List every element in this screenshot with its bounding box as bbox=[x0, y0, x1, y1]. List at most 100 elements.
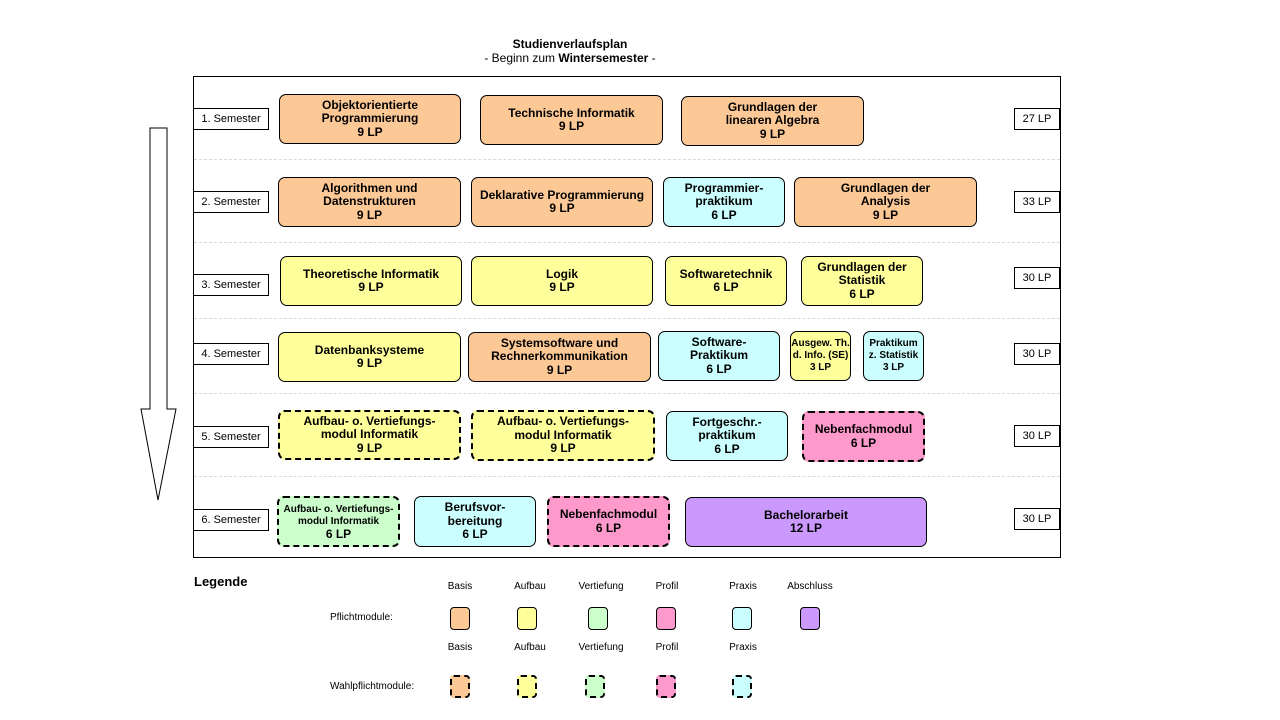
legend-category-label: Basis bbox=[447, 581, 473, 592]
module-box: Fortgeschr.- praktikum 6 LP bbox=[666, 411, 788, 461]
module-lp: 6 LP bbox=[706, 361, 732, 376]
legend-swatch-abschluss bbox=[800, 607, 820, 630]
legend-swatch-aufbau bbox=[517, 607, 537, 630]
legend-pflicht-label: Pflichtmodule: bbox=[330, 612, 393, 623]
module-lp: 9 LP bbox=[759, 126, 786, 141]
title-line2: - Beginn zum Wintersemester - bbox=[420, 51, 720, 65]
module-box: Grundlagen der Analysis 9 LP bbox=[794, 177, 977, 227]
module-lp: 6 LP bbox=[711, 207, 737, 222]
legend-swatch-profil-wahlpflicht bbox=[656, 675, 676, 698]
legend-category-label: Praxis bbox=[729, 642, 757, 653]
module-line: Grundlagen der bbox=[727, 99, 818, 114]
legend-swatch-profil bbox=[656, 607, 676, 630]
module-line: praktikum bbox=[698, 428, 756, 443]
module-line: Softwaretechnik bbox=[679, 266, 773, 281]
legend-category-label: Abschluss bbox=[787, 581, 833, 592]
module-line: Systemsoftware und bbox=[500, 335, 619, 350]
module-box: Praktikum z. Statistik 3 LP bbox=[863, 331, 924, 381]
legend-swatch-basis-wahlpflicht bbox=[450, 675, 470, 698]
module-lp: 9 LP bbox=[356, 440, 383, 455]
legend-swatch-basis bbox=[450, 607, 470, 630]
legend-swatch-vertiefung-wahlpflicht bbox=[585, 675, 605, 698]
module-lp: 6 LP bbox=[713, 280, 739, 294]
module-lp: 3 LP bbox=[882, 362, 905, 373]
module-line: Aufbau- o. Vertiefungs- bbox=[303, 413, 436, 428]
legend-swatch-aufbau-wahlpflicht bbox=[517, 675, 537, 698]
module-line: Deklarative Programmierung bbox=[479, 187, 645, 202]
module-line: modul Informatik bbox=[514, 427, 612, 442]
module-box: Aufbau- o. Vertiefungs- modul Informatik… bbox=[278, 410, 461, 460]
legend-category-label: Profil bbox=[655, 642, 679, 653]
module-lp: 6 LP bbox=[462, 527, 488, 542]
semester-divider bbox=[194, 159, 1060, 160]
semester-label: 4. Semester bbox=[193, 343, 269, 365]
legend-swatch-vertiefung bbox=[588, 607, 608, 630]
module-line: Statistik bbox=[838, 273, 886, 288]
module-lp: 6 LP bbox=[595, 520, 622, 535]
module-line: Objektorientierte bbox=[321, 97, 419, 112]
title-line2-pre: - Beginn zum bbox=[484, 51, 559, 65]
module-box: Bachelorarbeit 12 LP bbox=[685, 497, 927, 547]
semester-label: 3. Semester bbox=[193, 274, 269, 296]
module-box: Nebenfachmodul 6 LP bbox=[802, 411, 925, 462]
module-box: Software- Praktikum 6 LP bbox=[658, 331, 780, 381]
module-lp: 6 LP bbox=[325, 526, 352, 541]
module-box: Aufbau- o. Vertiefungs- modul Informatik… bbox=[277, 496, 400, 547]
module-lp: 9 LP bbox=[358, 280, 384, 294]
module-lp: 9 LP bbox=[872, 207, 899, 222]
semester-label: 2. Semester bbox=[193, 191, 269, 213]
module-lp: 9 LP bbox=[356, 356, 383, 370]
semester-label: 6. Semester bbox=[193, 509, 269, 531]
legend-category-label: Profil bbox=[655, 581, 679, 592]
module-lp: 9 LP bbox=[549, 201, 575, 215]
diagram-title: Studienverlaufsplan - Beginn zum Winters… bbox=[420, 37, 720, 65]
module-line: Berufsvor- bbox=[444, 500, 506, 515]
module-lp: 9 LP bbox=[549, 280, 575, 294]
semester-label: 1. Semester bbox=[193, 108, 269, 130]
module-box: Logik 9 LP bbox=[471, 256, 653, 306]
semester-divider bbox=[194, 393, 1060, 394]
module-line: praktikum bbox=[695, 194, 753, 209]
legend-category-label: Aufbau bbox=[514, 581, 546, 592]
module-lp: 6 LP bbox=[714, 441, 740, 456]
module-line: z. Statistik bbox=[868, 350, 919, 361]
module-lp: 9 LP bbox=[356, 207, 383, 222]
semester-divider bbox=[194, 242, 1060, 243]
module-line: Datenstrukturen bbox=[323, 194, 416, 209]
module-line: Grundlagen der bbox=[817, 259, 907, 274]
legend-category-label: Vertiefung bbox=[578, 642, 624, 653]
module-lp: 9 LP bbox=[546, 362, 573, 377]
module-line: Algorithmen und bbox=[321, 180, 418, 195]
legend-swatch-praxis-wahlpflicht bbox=[732, 675, 752, 698]
module-line: Grundlagen der bbox=[840, 180, 931, 195]
module-line: Technische Informatik bbox=[508, 105, 635, 120]
legend-category-label: Vertiefung bbox=[578, 581, 624, 592]
semester-divider bbox=[194, 476, 1060, 477]
module-lp: 6 LP bbox=[850, 435, 877, 450]
semester-lp-total: 30 LP bbox=[1014, 508, 1060, 530]
legend-wahlpflicht-label: Wahlpflichtmodule: bbox=[330, 681, 415, 692]
plan-frame bbox=[193, 76, 1061, 558]
module-lp: 9 LP bbox=[357, 124, 383, 139]
module-line: Software- bbox=[691, 334, 747, 349]
module-line: Fortgeschr.- bbox=[692, 414, 762, 429]
module-box: Theoretische Informatik 9 LP bbox=[280, 256, 462, 306]
legend-swatch-praxis bbox=[732, 607, 752, 630]
legend-title: Legende bbox=[194, 574, 248, 589]
module-box: Datenbanksysteme 9 LP bbox=[278, 332, 461, 382]
title-line2-bold: Wintersemester bbox=[558, 51, 649, 65]
module-line: linearen Algebra bbox=[725, 113, 820, 128]
module-line: bereitung bbox=[447, 513, 503, 528]
semester-lp-total: 33 LP bbox=[1014, 191, 1060, 213]
module-line: Praktikum bbox=[869, 338, 918, 349]
module-line: Ausgew. Th. bbox=[791, 338, 850, 349]
module-box: Programmier- praktikum 6 LP bbox=[663, 177, 785, 227]
title-line2-post: - bbox=[648, 51, 656, 65]
module-line: Logik bbox=[546, 266, 578, 281]
down-arrow-icon bbox=[140, 127, 177, 501]
module-box: Objektorientierte Programmierung 9 LP bbox=[279, 94, 461, 144]
module-lp: 6 LP bbox=[849, 286, 875, 301]
semester-lp-total: 27 LP bbox=[1014, 108, 1060, 130]
module-box: Ausgew. Th. d. Info. (SE) 3 LP bbox=[790, 331, 851, 381]
module-box: Grundlagen der Statistik 6 LP bbox=[801, 256, 923, 306]
